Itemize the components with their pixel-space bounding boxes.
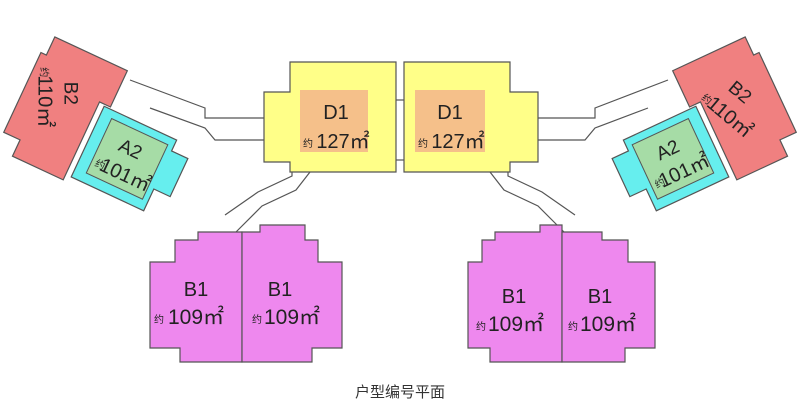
unit-b1-b-area: 109㎡ <box>264 305 320 329</box>
floor-plan: D1 约 127㎡ D1 约 127㎡ B1 约 109㎡ B1 约 109㎡ … <box>2 36 798 363</box>
unit-d1-left-area: 127㎡ <box>316 129 369 153</box>
unit-b2-left-area: 110㎡ <box>34 75 58 127</box>
unit-a2-left-prefix: 约 <box>93 157 108 173</box>
unit-d1-right-prefix: 约 <box>418 137 428 150</box>
unit-b1-b-prefix: 约 <box>252 313 262 326</box>
unit-a2-left-shape <box>85 117 169 200</box>
unit-b2-left-prefix: 约 <box>38 67 51 77</box>
unit-b2-left-code: B2 <box>60 82 81 105</box>
corridor-lines <box>129 79 669 233</box>
unit-b2-right-shape <box>671 36 798 181</box>
unit-a2-right-prefix: 约 <box>653 175 668 191</box>
unit-b1-a-prefix: 约 <box>154 313 164 326</box>
unit-b1-c: B1 约 109㎡ <box>467 224 563 363</box>
unit-b1-a-shape <box>149 231 243 363</box>
unit-b1-c-code: B1 <box>502 286 526 308</box>
unit-d1-right-area: 127㎡ <box>431 129 484 153</box>
right-wing: A2 约 101㎡ B2 约 110㎡ <box>611 36 798 212</box>
unit-a2-right-shape <box>631 117 715 200</box>
left-wing: A2 约 101㎡ B2 约 110㎡ <box>2 36 189 212</box>
unit-d1-left-code: D1 <box>323 102 349 124</box>
unit-b1-c-prefix: 约 <box>476 320 486 333</box>
unit-b1-d-area: 109㎡ <box>580 312 636 336</box>
unit-d1-right-code: D1 <box>437 102 463 124</box>
unit-b1-b: B1 约 109㎡ <box>241 224 343 363</box>
unit-b1-d: B1 约 109㎡ <box>561 231 656 363</box>
unit-b1-b-code: B1 <box>268 279 292 301</box>
unit-b1-a-code: B1 <box>184 279 208 301</box>
unit-b1-a-area: 109㎡ <box>168 305 224 329</box>
unit-d1-right: D1 约 127㎡ <box>403 61 539 173</box>
unit-b1-a: B1 约 109㎡ <box>149 231 243 363</box>
unit-b1-c-shape <box>467 224 563 363</box>
unit-b2-left-shape <box>2 36 129 181</box>
unit-d1-left-room <box>300 90 368 152</box>
unit-b1-b-shape <box>241 224 343 363</box>
unit-b1-d-prefix: 约 <box>568 320 578 333</box>
unit-b1-d-shape <box>561 231 656 363</box>
unit-d1-left-prefix: 约 <box>303 137 313 150</box>
unit-b1-d-code: B1 <box>588 286 612 308</box>
plan-caption: 户型编号平面 <box>354 383 445 401</box>
unit-d1-left: D1 约 127㎡ <box>263 61 397 173</box>
unit-b1-c-area: 109㎡ <box>488 312 544 336</box>
unit-d1-right-room <box>415 90 485 152</box>
